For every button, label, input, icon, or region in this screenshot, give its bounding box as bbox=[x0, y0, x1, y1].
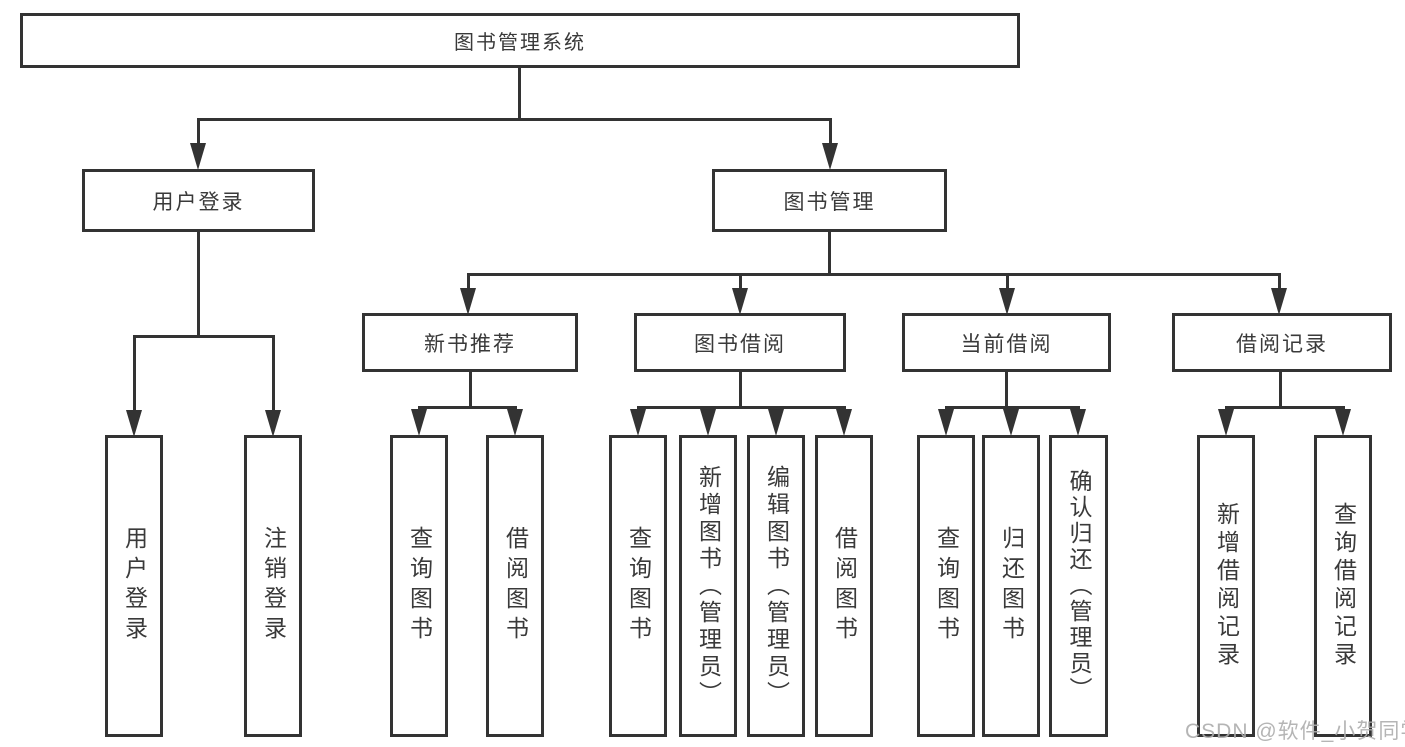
node-current-borrow: 当前借阅 bbox=[902, 313, 1111, 372]
node-current-borrow-label: 当前借阅 bbox=[960, 332, 1053, 356]
edge-bookborrow-stem bbox=[739, 372, 742, 409]
edge-borrowrecords-stem bbox=[1279, 372, 1282, 409]
edge-bookmgmt-l3b-line bbox=[739, 273, 742, 291]
edge-borrowrecords-leaf1-arrow bbox=[1218, 409, 1234, 436]
edge-root-userlogin-arrow bbox=[190, 143, 206, 170]
edge-currentborrow-leaf1-arrow bbox=[938, 409, 954, 436]
edge-root-stem bbox=[518, 68, 521, 118]
edge-userlogin-bar bbox=[133, 335, 275, 338]
edge-bookborrow-bar bbox=[637, 406, 846, 409]
edge-userlogin-leaf1-arrow bbox=[126, 410, 142, 437]
node-new-book-rec: 新书推荐 bbox=[362, 313, 578, 372]
node-borrow-records: 借阅记录 bbox=[1172, 313, 1392, 372]
node-leaf-confirm-return-admin-label: 确认归还（管理员） bbox=[1066, 469, 1092, 703]
edge-bookmgmt-l3d-line bbox=[1278, 273, 1281, 291]
node-leaf-borrow-book-rec-label: 借阅图书 bbox=[502, 526, 529, 646]
node-leaf-logout-label: 注销登录 bbox=[260, 526, 287, 646]
edge-root-bar bbox=[197, 118, 832, 121]
node-leaf-user-login-label: 用户登录 bbox=[121, 526, 148, 646]
csdn-watermark: CSDN @软件_小贺同学 bbox=[1185, 720, 1405, 743]
node-leaf-query-book-rec-label: 查询图书 bbox=[406, 526, 433, 646]
node-leaf-user-login: 用户登录 bbox=[105, 435, 163, 737]
node-leaf-add-borrow-record: 新增借阅记录 bbox=[1197, 435, 1255, 737]
edge-currentborrow-stem bbox=[1005, 372, 1008, 409]
node-book-borrow: 图书借阅 bbox=[634, 313, 846, 372]
edge-bookmgmt-bar bbox=[467, 273, 1281, 276]
edge-bookmgmt-stem bbox=[828, 232, 831, 276]
edge-userlogin-leaf1-line bbox=[133, 335, 136, 413]
node-leaf-query-book-current-label: 查询图书 bbox=[933, 526, 960, 646]
node-leaf-logout: 注销登录 bbox=[244, 435, 302, 737]
edge-userlogin-stem bbox=[197, 232, 200, 337]
node-leaf-edit-book-admin-label: 编辑图书（管理员） bbox=[763, 464, 790, 708]
edge-currentborrow-leaf3-arrow bbox=[1070, 409, 1086, 436]
node-book-mgmt-label: 图书管理 bbox=[783, 190, 876, 214]
node-leaf-query-book-borrow-label: 查询图书 bbox=[625, 526, 652, 646]
node-borrow-records-label: 借阅记录 bbox=[1236, 332, 1328, 356]
edge-borrowrecords-bar bbox=[1225, 406, 1345, 409]
edge-bookmgmt-l3a-line bbox=[467, 273, 470, 291]
edge-root-bookmgmt-line bbox=[829, 118, 832, 146]
node-user-login: 用户登录 bbox=[82, 169, 315, 232]
node-leaf-query-book-current: 查询图书 bbox=[917, 435, 975, 737]
edge-bookborrow-leaf4-arrow bbox=[836, 409, 852, 436]
node-root: 图书管理系统 bbox=[20, 13, 1020, 68]
edge-bookmgmt-l3c-line bbox=[1006, 273, 1009, 291]
node-leaf-add-book-admin-label: 新增图书（管理员） bbox=[695, 464, 722, 708]
edge-userlogin-leaf2-arrow bbox=[265, 410, 281, 437]
node-leaf-borrow-book-borrow: 借阅图书 bbox=[815, 435, 873, 737]
edge-bookmgmt-l3a-arrow bbox=[460, 288, 476, 315]
edge-bookborrow-leaf1-arrow bbox=[630, 409, 646, 436]
edge-root-bookmgmt-arrow bbox=[822, 143, 838, 170]
node-user-login-label: 用户登录 bbox=[152, 190, 245, 214]
node-leaf-borrow-book-rec: 借阅图书 bbox=[486, 435, 544, 737]
edge-newbookrec-bar bbox=[418, 406, 517, 409]
node-leaf-query-borrow-record: 查询借阅记录 bbox=[1314, 435, 1372, 737]
edge-userlogin-leaf2-line bbox=[272, 335, 275, 413]
edge-bookmgmt-l3b-arrow bbox=[732, 288, 748, 315]
node-book-mgmt: 图书管理 bbox=[712, 169, 947, 232]
edge-currentborrow-leaf2-arrow bbox=[1003, 409, 1019, 436]
edge-newbookrec-leaf2-arrow bbox=[507, 409, 523, 436]
edge-root-userlogin-line bbox=[197, 118, 200, 146]
node-leaf-borrow-book-borrow-label: 借阅图书 bbox=[831, 526, 858, 646]
node-root-label: 图书管理系统 bbox=[454, 32, 586, 54]
node-book-borrow-label: 图书借阅 bbox=[694, 332, 786, 356]
edge-bookmgmt-l3d-arrow bbox=[1271, 288, 1287, 315]
node-leaf-return-book-label: 归还图书 bbox=[998, 526, 1025, 646]
node-leaf-add-borrow-record-label: 新增借阅记录 bbox=[1213, 502, 1240, 670]
edge-bookborrow-leaf3-arrow bbox=[768, 409, 784, 436]
node-leaf-edit-book-admin: 编辑图书（管理员） bbox=[747, 435, 805, 737]
edge-borrowrecords-leaf2-arrow bbox=[1335, 409, 1351, 436]
node-leaf-confirm-return-admin: 确认归还（管理员） bbox=[1049, 435, 1108, 737]
edge-bookmgmt-l3c-arrow bbox=[999, 288, 1015, 315]
node-leaf-query-book-borrow: 查询图书 bbox=[609, 435, 667, 737]
edge-newbookrec-leaf1-arrow bbox=[411, 409, 427, 436]
node-leaf-query-book-rec: 查询图书 bbox=[390, 435, 448, 737]
edge-newbookrec-stem bbox=[469, 372, 472, 409]
node-leaf-return-book: 归还图书 bbox=[982, 435, 1040, 737]
edge-currentborrow-bar bbox=[945, 406, 1080, 409]
node-leaf-add-book-admin: 新增图书（管理员） bbox=[679, 435, 737, 737]
edge-bookborrow-leaf2-arrow bbox=[700, 409, 716, 436]
node-leaf-query-borrow-record-label: 查询借阅记录 bbox=[1330, 502, 1357, 670]
node-new-book-rec-label: 新书推荐 bbox=[424, 332, 516, 356]
